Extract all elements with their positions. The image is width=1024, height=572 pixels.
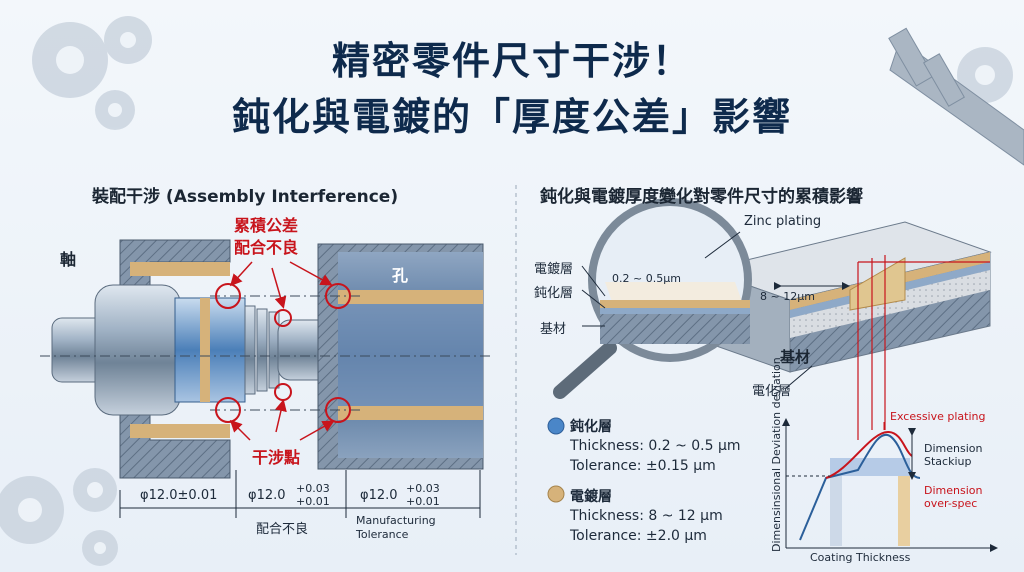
deviation-chart (782, 418, 998, 552)
projection-lines (857, 255, 990, 440)
legend-swatch-plating (547, 485, 565, 503)
dim-hole-tol-lower: +0.01 (406, 495, 440, 508)
label-base: 基材 (540, 322, 567, 337)
mfg-tolerance-line2: Tolerance (356, 528, 409, 541)
bottom-poor-fit: 配合不良 (256, 522, 309, 537)
block-thickness: 8 ~ 12μm (760, 290, 815, 303)
chart-xlabel: Coating Thickness (810, 551, 911, 564)
legend-plating-tolerance: Tolerance: ±2.0 μm (570, 528, 707, 544)
annotation-dimension-overspec: Dimension over-spec (924, 484, 983, 510)
block-base-label: 基材 (780, 348, 811, 366)
callout-accumulated-tolerance: 累積公差 (234, 216, 299, 235)
callout-poor-fit: 配合不良 (234, 238, 299, 257)
callout-arrows (229, 261, 335, 441)
overspec-band (898, 476, 910, 546)
mag-thickness: 0.2 ~ 0.5μm (612, 272, 681, 285)
layer-leader-lines (581, 231, 813, 389)
annotation-dimension-stackup: Dimension Stackiup (924, 442, 983, 468)
page-title-line1: 精密零件尺寸干涉！ (331, 39, 692, 83)
right-heading: 鈍化與電鍍厚度變化對零件尺寸的累積影響 (540, 187, 863, 207)
dim-hole: φ12.0 (360, 488, 398, 503)
block-plating-label: 電化層 (752, 384, 792, 399)
mfg-tolerance-line1: Manufacturing (356, 514, 436, 527)
label-passivation-layer: 鈍化層 (534, 286, 574, 301)
left-heading: 裝配干涉 (Assembly Interference) (92, 187, 399, 207)
dimension-lines (119, 470, 481, 518)
label-zinc-plating: Zinc plating (744, 214, 822, 229)
legend-passivation-thickness: Thickness: 0.2 ~ 0.5 μm (570, 438, 741, 454)
gear-icon (0, 16, 1013, 566)
chart-ylabel: Dimensinsional Deviation deviation (770, 357, 783, 552)
interference-markers (215, 283, 351, 423)
annotation-excessive-plating: Excessive plating (890, 410, 986, 423)
legend-passivation-name: 鈍化層 (570, 419, 612, 435)
callout-interference-point: 干涉點 (252, 448, 301, 467)
caliper-icon (888, 27, 1024, 166)
legend-passivation-tolerance: Tolerance: ±0.15 μm (570, 458, 716, 474)
dim-hole-tol-upper: +0.03 (406, 482, 440, 495)
dim-mid: φ12.0 (248, 488, 286, 503)
magnifier-icon (553, 198, 752, 399)
base-band (830, 476, 842, 546)
legend-plating-name: 電鍍層 (570, 489, 612, 505)
dim-shaft: φ12.0±0.01 (140, 488, 218, 503)
page-title-line2: 鈍化與電鍍的「厚度公差」影響 (231, 95, 792, 139)
shaft-assembly (51, 239, 334, 479)
series-line-excess (825, 430, 913, 479)
label-plating-layer: 電鍍層 (534, 262, 574, 277)
dim-mid-tol-lower: +0.01 (296, 495, 330, 508)
label-shaft: 軸 (60, 250, 77, 269)
dim-mid-tol-upper: +0.03 (296, 482, 330, 495)
legend-plating-thickness: Thickness: 8 ~ 12 μm (570, 508, 723, 524)
legend-swatch-passivation (547, 417, 565, 435)
label-hole: 孔 (392, 266, 409, 285)
